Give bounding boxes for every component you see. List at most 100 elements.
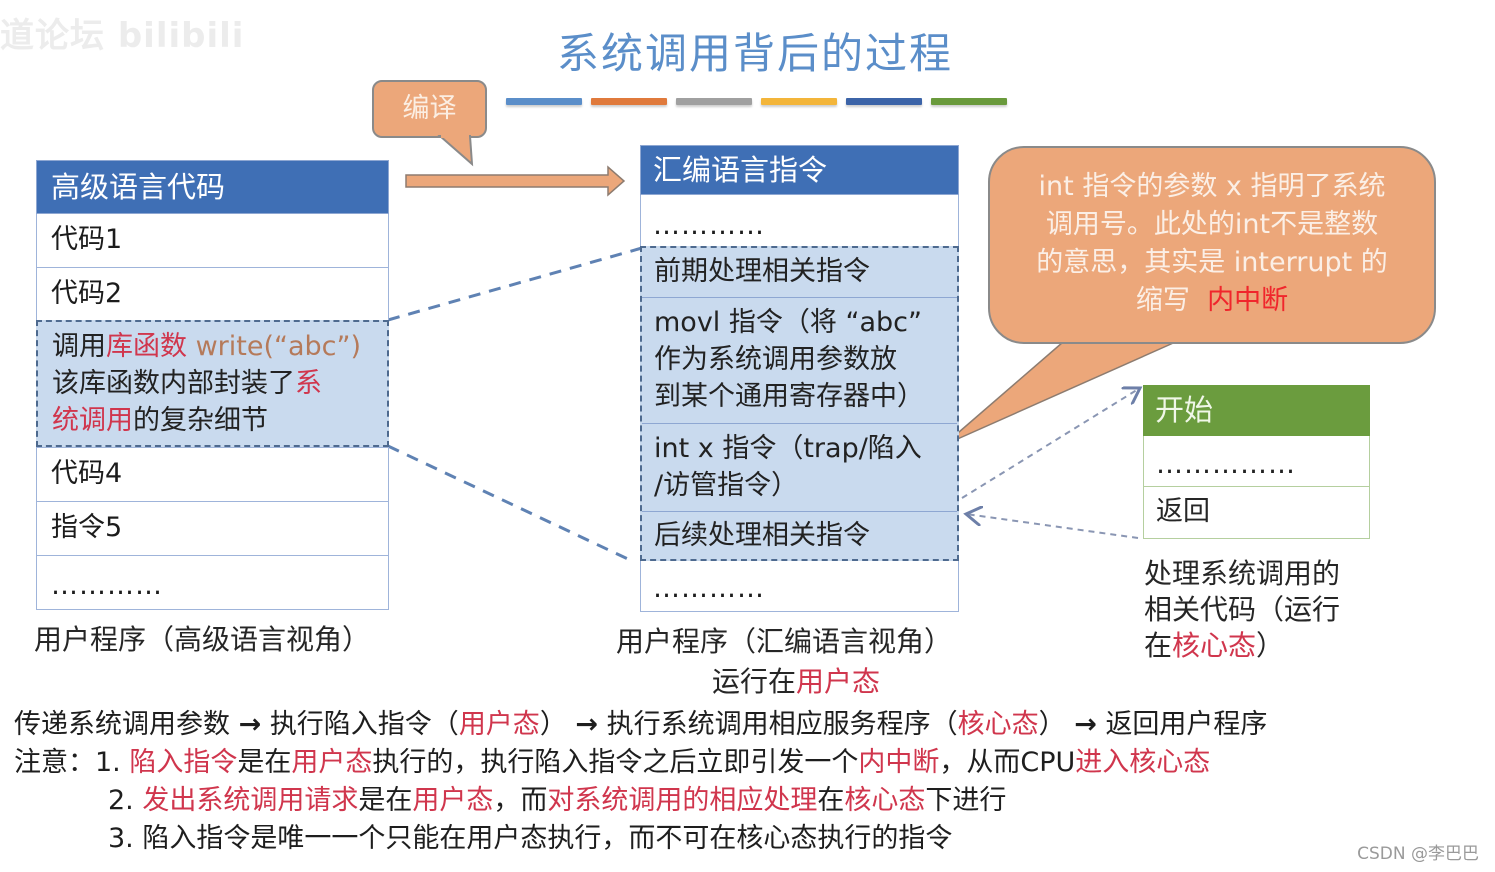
table-row: 代码1 — [36, 214, 389, 268]
note-text: 在 — [817, 785, 845, 816]
kernel-caption: 处理系统调用的 相关代码（运行 在核心态） — [1144, 556, 1340, 664]
flow-step-2: 执行陷入指令（ — [269, 709, 459, 740]
note-number: 1. — [95, 747, 130, 778]
table-header: 汇编语言指令 — [640, 145, 959, 195]
credit: CSDN @李巴巴 — [1357, 844, 1479, 864]
watermark: 道论坛 bilibili — [0, 16, 245, 56]
int-x-row: int x 指令（trap/陷入 /访管指令） — [642, 424, 957, 512]
movl-line: movl 指令（将 “abc” — [654, 307, 922, 338]
note-text: ，而 — [493, 785, 548, 816]
int-callout-line: 调用号。此处的int不是整数 — [1045, 209, 1379, 240]
int-callout-line: 的意思，其实是 interrupt 的 — [1036, 247, 1388, 278]
flow-arrow-icon: → — [1074, 709, 1097, 740]
library-call-line: 该库函数内部封装了系 — [52, 365, 387, 402]
note-highlight: 进入核心态 — [1075, 747, 1211, 778]
flow-paren: ） — [539, 709, 567, 740]
paren-label: ） — [1256, 629, 1285, 662]
flow-kernel-mode: 核心态 — [957, 709, 1039, 740]
flow-line: 传递系统调用参数 → 执行陷入指令（用户态） → 执行系统调用相应服务程序（核心… — [14, 706, 1267, 744]
syscall-label: 统调用 — [52, 405, 133, 436]
post-processing-row: 后续处理相关指令 — [654, 520, 870, 551]
table-row: 代码2 — [36, 268, 389, 322]
int-line: /访管指令） — [654, 470, 799, 501]
syscall-label: 系 — [295, 368, 322, 399]
title-color-bar — [761, 98, 837, 105]
kernel-caption-line: 处理系统调用的 — [1144, 557, 1341, 590]
flow-user-mode: 用户态 — [458, 709, 540, 740]
note-text: 下进行 — [925, 785, 1007, 816]
note-text: 执行的，执行陷入指令之后立即引发一个 — [372, 747, 859, 778]
in-label: 在 — [1144, 629, 1173, 662]
int-callout: int 指令的参数 x 指明了系统 调用号。此处的int不是整数 的意思，其实是… — [988, 146, 1436, 344]
note-number: 2. — [108, 785, 143, 816]
return-arrow — [966, 514, 1139, 539]
library-call-highlight: 调用库函数 write(“abc”) 该库函数内部封装了系 统调用的复杂细节 — [36, 320, 389, 447]
note-2: 2. 发出系统调用请求是在用户态，而对系统调用的相应处理在核心态下进行 — [14, 782, 1267, 820]
mid-caption: 用户程序（汇编语言视角） — [616, 625, 953, 658]
table-row-ellipsis: ………… — [640, 195, 959, 247]
note-highlight: 内中断 — [858, 747, 940, 778]
compile-arrow — [405, 165, 626, 197]
write-call-label: write(“abc”) — [187, 331, 362, 362]
title-color-bar — [676, 98, 752, 105]
flow-step-3: 执行系统调用相应服务程序（ — [606, 709, 958, 740]
note-highlight: 用户态 — [412, 785, 494, 816]
flow-step-1: 传递系统调用参数 — [14, 709, 230, 740]
title-color-bar — [591, 98, 667, 105]
note-highlight: 对系统调用的相应处理 — [547, 785, 818, 816]
compile-callout-tail-mask — [441, 130, 469, 138]
table-row-ellipsis: ………… — [640, 560, 959, 612]
syscall-instructions-highlight: 前期处理相关指令 movl 指令（将 “abc” 作为系统调用参数放 到某个通用… — [640, 246, 959, 561]
notes-block: 传递系统调用参数 → 执行陷入指令（用户态） → 执行系统调用相应服务程序（核心… — [14, 706, 1267, 858]
mid-caption-mode: 运行在用户态 — [712, 660, 880, 700]
pre-processing-row: 前期处理相关指令 — [642, 248, 957, 298]
kernel-caption-line: 在核心态） — [1144, 628, 1340, 664]
trap-arrow — [961, 388, 1140, 499]
zoom-line-bottom — [387, 444, 631, 562]
library-call-line: 调用库函数 write(“abc”) — [52, 328, 387, 365]
note-text: ，从而CPU — [939, 747, 1076, 778]
table-header: 开始 — [1143, 385, 1370, 436]
int-callout-line: int 指令的参数 x 指明了系统 — [1038, 171, 1386, 202]
movl-row: movl 指令（将 “abc” 作为系统调用参数放 到某个通用寄存器中） — [642, 298, 957, 424]
library-call-line: 统调用的复杂细节 — [52, 402, 387, 439]
note-3: 3. 陷入指令是唯一一个只能在用户态执行，而不可在核心态执行的指令 — [108, 823, 953, 854]
int-callout-line-last: 缩写 内中断 — [990, 282, 1434, 320]
note-highlight: 用户态 — [291, 747, 373, 778]
page-title: 系统调用背后的过程 — [556, 29, 953, 78]
title-color-bar — [506, 98, 582, 105]
wrap-label: 该库函数内部封装了 — [52, 368, 295, 399]
flow-paren: ） — [1038, 709, 1066, 740]
detail-label: 的复杂细节 — [133, 405, 268, 436]
left-caption: 用户程序（高级语言视角） — [34, 623, 371, 656]
table-row: 返回 — [1143, 487, 1370, 539]
table-row-ellipsis: ………… — [36, 556, 389, 610]
kernel-mode-label: 核心态 — [1172, 629, 1257, 662]
kernel-handler-table: 开始 …………… 返回 — [1143, 385, 1370, 539]
movl-line: 到某个通用寄存器中） — [654, 381, 924, 412]
int-line: int x 指令（trap/陷入 — [654, 433, 922, 464]
user-mode-label: 用户态 — [796, 665, 881, 698]
title-color-bar — [931, 98, 1007, 105]
compile-callout: 编译 — [372, 80, 487, 138]
call-label: 调用 — [52, 331, 106, 362]
note-text: 是在 — [237, 747, 292, 778]
table-header: 高级语言代码 — [36, 160, 389, 214]
note-text: 是在 — [358, 785, 413, 816]
notes-label: 注意： — [14, 747, 95, 778]
note-highlight: 发出系统调用请求 — [142, 785, 359, 816]
note-highlight: 核心态 — [844, 785, 926, 816]
note-1: 注意：1. 陷入指令是在用户态执行的，执行陷入指令之后立即引发一个内中断，从而C… — [14, 744, 1267, 782]
runs-in-label: 运行在 — [712, 665, 797, 698]
lib-func-label: 库函数 — [106, 331, 187, 362]
movl-line: 作为系统调用参数放 — [654, 344, 897, 375]
zoom-line-top — [387, 246, 643, 322]
table-row: 代码4 — [36, 448, 389, 502]
table-row-ellipsis: …………… — [1143, 436, 1370, 487]
table-row: 指令5 — [36, 502, 389, 556]
title-color-bar — [846, 98, 922, 105]
inner-interrupt-label: 内中断 — [1207, 285, 1289, 316]
abbr-label: 缩写 — [1135, 285, 1190, 316]
flow-arrow-icon: → — [575, 709, 599, 740]
compile-callout-tail — [437, 135, 474, 167]
